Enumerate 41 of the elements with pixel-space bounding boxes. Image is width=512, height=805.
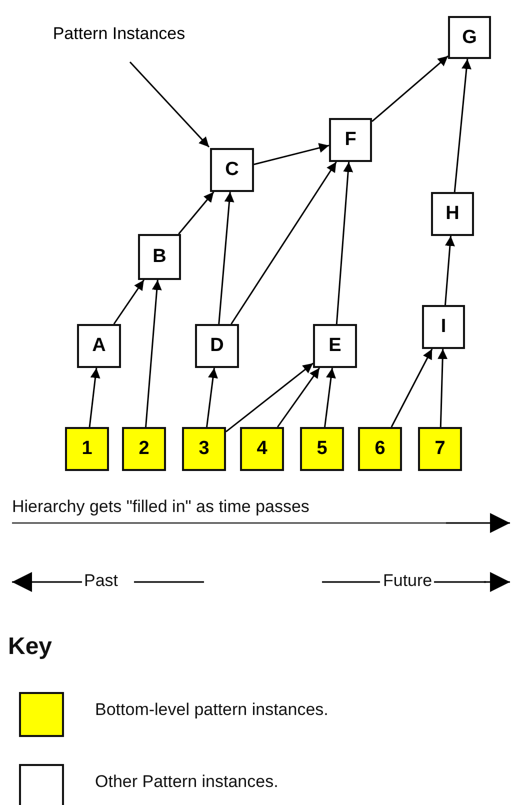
pattern-box: E — [313, 324, 357, 368]
time-label: Past — [84, 571, 118, 591]
pattern-box: A — [77, 324, 121, 368]
arrow — [372, 55, 448, 122]
timeline-label: Hierarchy gets "filled in" as time passes — [12, 497, 310, 517]
arrow — [218, 192, 234, 324]
arrow — [178, 192, 214, 234]
legend-text: Bottom-level pattern instances. — [95, 700, 328, 720]
pattern-box: 5 — [300, 427, 344, 471]
arrow — [444, 236, 455, 306]
arrow — [390, 348, 433, 428]
arrow — [324, 368, 336, 428]
pattern-box: D — [195, 324, 239, 368]
arrow — [230, 162, 337, 324]
arrow — [254, 143, 330, 166]
key-heading: Key — [8, 633, 52, 661]
arrow — [226, 362, 314, 432]
pattern-box: F — [329, 118, 372, 162]
pattern-box: G — [448, 16, 491, 59]
pattern-box: 3 — [182, 427, 226, 471]
pattern-box: 2 — [122, 427, 166, 471]
pattern-box: 1 — [65, 427, 109, 471]
arrow — [276, 368, 320, 428]
arrow — [454, 58, 472, 192]
leader-arrow — [129, 61, 210, 148]
pattern-box: 6 — [358, 427, 402, 471]
pattern-box: H — [431, 192, 474, 236]
time-label: Future — [383, 571, 432, 591]
arrow — [113, 280, 144, 324]
arrow — [438, 348, 448, 428]
pattern-box: I — [422, 305, 465, 349]
arrow — [88, 368, 100, 428]
arrow — [336, 162, 354, 324]
pattern-box: 4 — [240, 427, 284, 471]
arrow — [145, 280, 162, 428]
pattern-box: B — [138, 234, 181, 280]
pattern-box: C — [210, 148, 254, 192]
callout-text: Pattern Instances — [52, 24, 186, 44]
legend-text: Other Pattern instances. — [95, 772, 278, 792]
pattern-box: 7 — [418, 427, 462, 471]
arrow — [206, 368, 218, 428]
